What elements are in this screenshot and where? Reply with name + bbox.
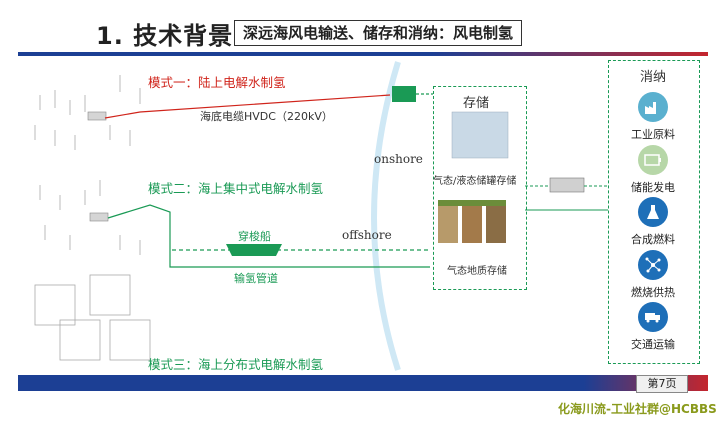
shuttle-ship	[226, 244, 282, 256]
consumption-title: 消纳	[640, 70, 667, 85]
shoreline-arc	[371, 61, 401, 371]
footer-bar	[18, 375, 708, 391]
storage-title: 存储	[463, 96, 490, 111]
page-number: 第7页	[636, 375, 688, 393]
pipeline-line	[107, 204, 430, 268]
geology-layer-1	[438, 205, 458, 243]
storage-panel	[433, 86, 527, 290]
wind-farm-2	[39, 180, 141, 255]
watermark-text: 化海川流-工业社群@HCBBS	[558, 402, 717, 416]
storage-tanks-image	[451, 111, 509, 159]
geological-storage-label: 气态地质存储	[447, 266, 507, 277]
geology-layer-3	[486, 205, 506, 243]
onshore-label: onshore	[374, 152, 423, 166]
network-icon	[638, 250, 668, 280]
consume-item-1: 工业原料	[631, 128, 675, 141]
battery-icon	[638, 145, 668, 175]
tube-trailer	[549, 177, 585, 193]
consume-item-4: 燃烧供热	[631, 286, 675, 299]
pipeline-label: 输氢管道	[234, 272, 278, 285]
mode1-label: 模式一：陆上电解水制氢	[148, 75, 286, 90]
onshore-electrolyzer	[392, 86, 416, 102]
consume-item-2: 储能发电	[631, 181, 675, 194]
page-title: 1. 技术背景	[96, 22, 234, 50]
substation-2	[89, 212, 109, 222]
header-divider	[18, 52, 708, 56]
mode3-label: 模式三：海上分布式电解水制氢	[148, 357, 324, 372]
wind-farm-3	[34, 274, 151, 361]
wind-farm-1	[34, 75, 141, 150]
truck-icon	[638, 302, 668, 332]
factory-icon	[638, 92, 668, 122]
consume-item-5: 交通运输	[631, 338, 675, 351]
ship-label: 穿梭船	[238, 230, 271, 243]
substation-1	[87, 111, 107, 121]
hvdc-label: 海底电缆HVDC（220kV）	[200, 110, 333, 123]
hvdc-cable	[104, 94, 391, 119]
geology-layer-2	[462, 205, 482, 243]
gas-liquid-storage-label: 气态/液态储罐存储	[433, 176, 517, 187]
diagram-canvas	[34, 61, 608, 371]
consume-item-3: 合成燃料	[631, 233, 675, 246]
page-subtitle: 深远海风电输送、储存和消纳：风电制氢	[234, 20, 523, 46]
slide: 1. 技术背景 深远海风电输送、储存和消纳：风电制氢	[18, 20, 708, 393]
offshore-label: offshore	[342, 228, 392, 242]
wind-farm-clusters	[34, 75, 151, 361]
mode2-label: 模式二：海上集中式电解水制氢	[148, 181, 324, 196]
flask-icon	[638, 197, 668, 227]
consumption-panel	[608, 60, 700, 364]
